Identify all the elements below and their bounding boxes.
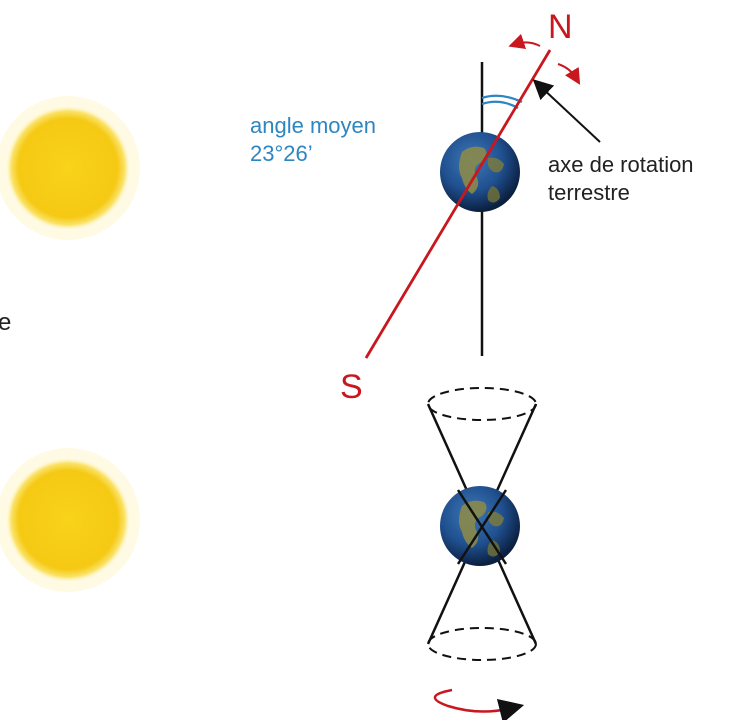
earth-globe-icon xyxy=(440,486,520,566)
axis-pointer-arrow xyxy=(532,79,601,143)
axis-label-line2: terrestre xyxy=(548,180,630,205)
earth-globe-icon xyxy=(440,132,520,212)
south-label: S xyxy=(340,368,363,406)
angle-label-line2: 23°26’ xyxy=(250,141,313,166)
precession-arrow-right xyxy=(557,63,581,85)
sun-icon xyxy=(0,96,140,240)
north-label: N xyxy=(548,8,573,46)
angle-label-line1: angle moyen xyxy=(250,113,376,138)
axis-label-line1: axe de rotation xyxy=(548,152,694,177)
rotation-axis xyxy=(364,49,552,359)
cut-label: e xyxy=(0,309,11,336)
sun-icon xyxy=(0,448,140,592)
precession-arrow-left xyxy=(508,33,541,50)
rotation-direction-arrow xyxy=(433,688,525,720)
